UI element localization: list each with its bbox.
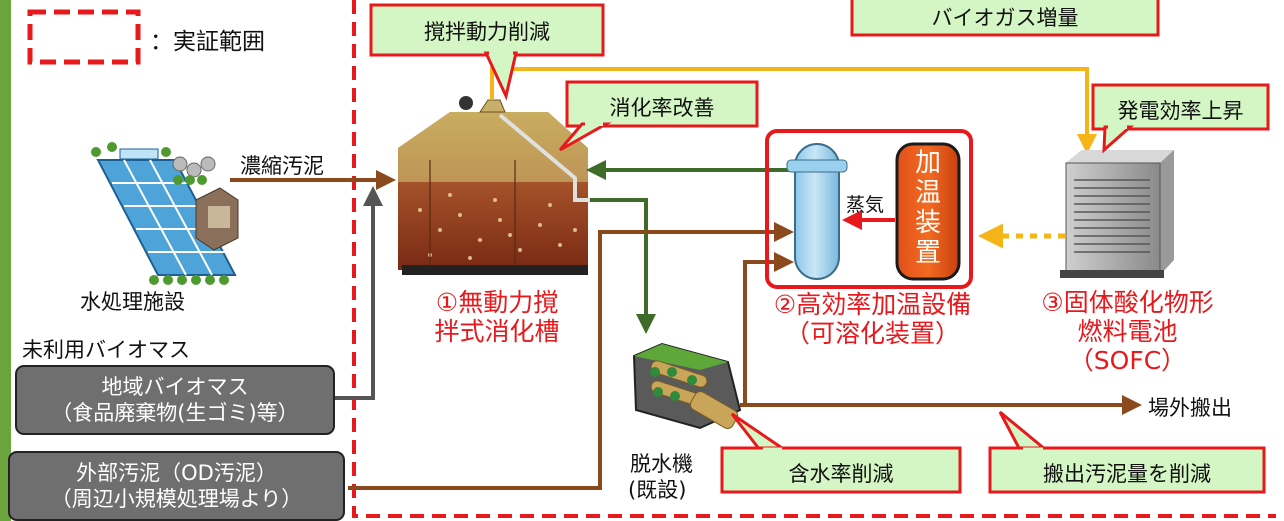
unused-biomass-label: 未利用バイオマス xyxy=(22,338,190,362)
heating-label: ②高効率加温設備 （可溶化装置） xyxy=(750,290,995,348)
legend-label: ：実証範囲 xyxy=(150,29,265,55)
scope-boundary xyxy=(352,0,1276,518)
callout-digestion-text: 消化率改善 xyxy=(609,96,715,120)
offsite-label: 場外搬出 xyxy=(1148,396,1232,420)
external-sludge-line2: （周辺小規模処理場より） xyxy=(50,487,303,511)
digester-label: ①無動力撹 拌式消化槽 xyxy=(402,288,592,346)
sofc-label: ③固体酸化物形 燃料電池 （SOFC） xyxy=(1020,288,1235,375)
sludge-to-heating-arrow xyxy=(598,222,794,330)
heater-char-3: 装 xyxy=(914,208,941,238)
callout-power xyxy=(1091,83,1270,154)
regional-biomass-line2: （食品廃棄物(生ゴミ)等） xyxy=(51,401,299,425)
callout-digestion xyxy=(558,80,759,152)
heating-label-line2: （可溶化装置） xyxy=(784,319,960,348)
external-sludge-box: 外部汚泥（OD汚泥） （周辺小規模処理場より） xyxy=(8,451,345,521)
sofc-label-line2: 燃料電池 xyxy=(1077,317,1178,346)
dewater-to-heating-arrow xyxy=(743,252,794,405)
heater-text: 加 温 装 置 xyxy=(897,148,959,268)
sofc-label-line3: （SOFC） xyxy=(1068,346,1187,375)
callout-sludge-out-text: 搬出汚泥量を削減 xyxy=(1043,462,1211,486)
thickened-sludge-label: 濃縮汚泥 xyxy=(240,154,324,178)
biogas-line xyxy=(490,67,1097,154)
external-sludge-line1: 外部汚泥（OD汚泥） xyxy=(76,461,277,485)
callout-biogas-text: バイオガス増量 xyxy=(931,6,1079,30)
callout-water-content-text: 含水率削減 xyxy=(788,462,894,486)
heater-char-4: 置 xyxy=(914,238,941,268)
sofc-unit-icon xyxy=(1060,150,1174,278)
regional-biomass-box: 地域バイオマス （食品廃棄物(生ゴミ)等） xyxy=(15,365,335,435)
callout-biogas xyxy=(850,0,1160,37)
vessel-flange xyxy=(786,159,848,173)
heater-icon xyxy=(895,142,961,281)
water-treatment-facility-icon xyxy=(91,142,239,285)
heating-frame xyxy=(765,129,973,289)
heater-char-2: 温 xyxy=(914,178,941,208)
external-sludge-line xyxy=(348,330,602,490)
steam-label: 蒸気 xyxy=(846,194,885,216)
callout-water-content xyxy=(720,412,962,494)
left-frame xyxy=(0,0,11,521)
regional-biomass-line1: 地域バイオマス xyxy=(101,375,249,399)
callout-sludge-out xyxy=(988,410,1266,494)
legend-dashed-box xyxy=(27,9,141,65)
callout-stirring-text: 撹拌動力削減 xyxy=(424,20,550,44)
dewater-existing-label: (既設) xyxy=(628,478,687,502)
digester-tank-icon xyxy=(398,96,590,275)
dewatering-machine-icon xyxy=(632,342,742,430)
digester-label-line1: ①無動力撹 xyxy=(435,288,559,317)
callout-stirring xyxy=(369,3,605,101)
digester-label-line2: 拌式消化槽 xyxy=(434,317,560,346)
digested-sludge-arrow xyxy=(590,198,656,334)
dewater-label: 脱水機 xyxy=(630,452,693,476)
solubilizer-vessel-icon xyxy=(794,143,840,280)
sofc-label-line1: ③固体酸化物形 xyxy=(1041,288,1214,317)
biomass-input-arrow xyxy=(335,186,383,400)
heating-label-line1: ②高効率加温設備 xyxy=(773,290,972,319)
callout-power-text: 発電効率上昇 xyxy=(1117,99,1244,123)
water-facility-label: 水処理施設 xyxy=(80,290,185,314)
heater-char-1: 加 xyxy=(914,148,941,178)
